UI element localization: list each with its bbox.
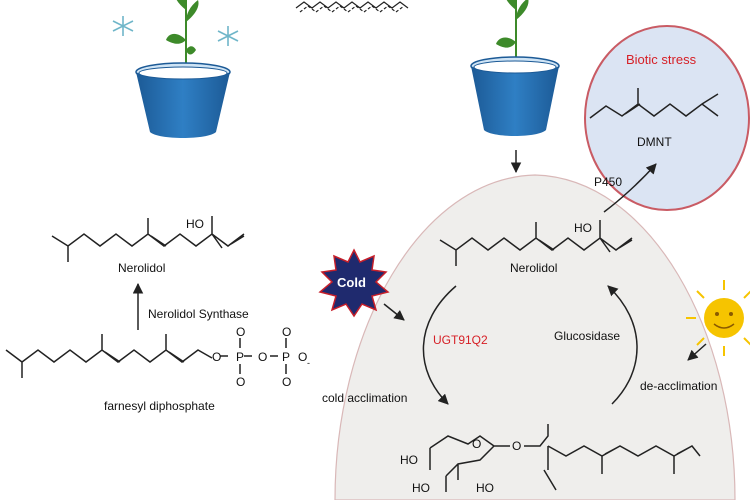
glucosidase-label: Glucosidase <box>554 329 620 343</box>
o-ring-label: O <box>472 437 481 451</box>
glucoside-structure: O O HO HO HO <box>400 424 701 495</box>
farnesyl-diphosphate-structure: O P O P O O O O O O - farnesyl diphospha… <box>5 325 310 413</box>
pp-o2: O <box>258 350 267 364</box>
p450-label: P450 <box>594 175 622 189</box>
potted-plant-icon <box>470 0 560 136</box>
link-chain-decoration <box>295 1 409 13</box>
nerolidol-label: Nerolidol <box>118 261 165 275</box>
pp-o1: O <box>212 350 221 364</box>
pp-p2: P <box>282 350 290 364</box>
pp-minus: - <box>307 358 310 368</box>
biotic-stress-panel: Biotic stress DMNT <box>584 25 750 211</box>
cold-burst-icon: Cold <box>318 248 390 318</box>
ho-glc-3: HO <box>476 481 494 495</box>
ho-label: HO <box>574 221 592 235</box>
snowflake-icon <box>112 16 134 36</box>
farnesyl-diphosphate-label: farnesyl diphosphate <box>104 399 215 413</box>
acclimation-dome <box>334 174 736 500</box>
dmnt-structure <box>589 88 719 119</box>
sun-icon <box>686 280 750 356</box>
dmnt-label: DMNT <box>637 135 672 149</box>
p450-arrow <box>603 163 657 213</box>
pp-om1: O <box>236 375 245 389</box>
nerolidol-structure-left: HO Nerolidol <box>51 216 245 275</box>
nerolidol-label: Nerolidol <box>510 261 557 275</box>
glucosidase-arc-arrow <box>607 285 638 405</box>
cold-arrow <box>383 303 405 321</box>
potted-plant-icon <box>135 0 231 138</box>
ugt-arc-arrow <box>422 285 457 405</box>
ho-glc-2: HO <box>412 481 430 495</box>
pp-om3: O <box>298 350 307 364</box>
nerolidol-synthase-label: Nerolidol Synthase <box>148 307 249 321</box>
ho-glc-1: HO <box>400 453 418 467</box>
snowflake-icon <box>217 26 239 46</box>
ugt91q2-label: UGT91Q2 <box>433 333 488 347</box>
o-link-label: O <box>512 439 521 453</box>
nerolidol-structure-right: HO Nerolidol <box>439 220 633 275</box>
pp-ob: O <box>282 325 291 339</box>
sun-arrow <box>687 343 707 361</box>
de-acclimation-label: de-acclimation <box>640 379 717 393</box>
pp-p1: P <box>236 350 244 364</box>
cold-label: Cold <box>337 275 366 290</box>
pp-oa: O <box>236 325 245 339</box>
ho-label: HO <box>186 217 204 231</box>
cold-acclimation-label: cold acclimation <box>322 391 407 405</box>
biotic-stress-title: Biotic stress <box>626 52 697 67</box>
pp-om2: O <box>282 375 291 389</box>
